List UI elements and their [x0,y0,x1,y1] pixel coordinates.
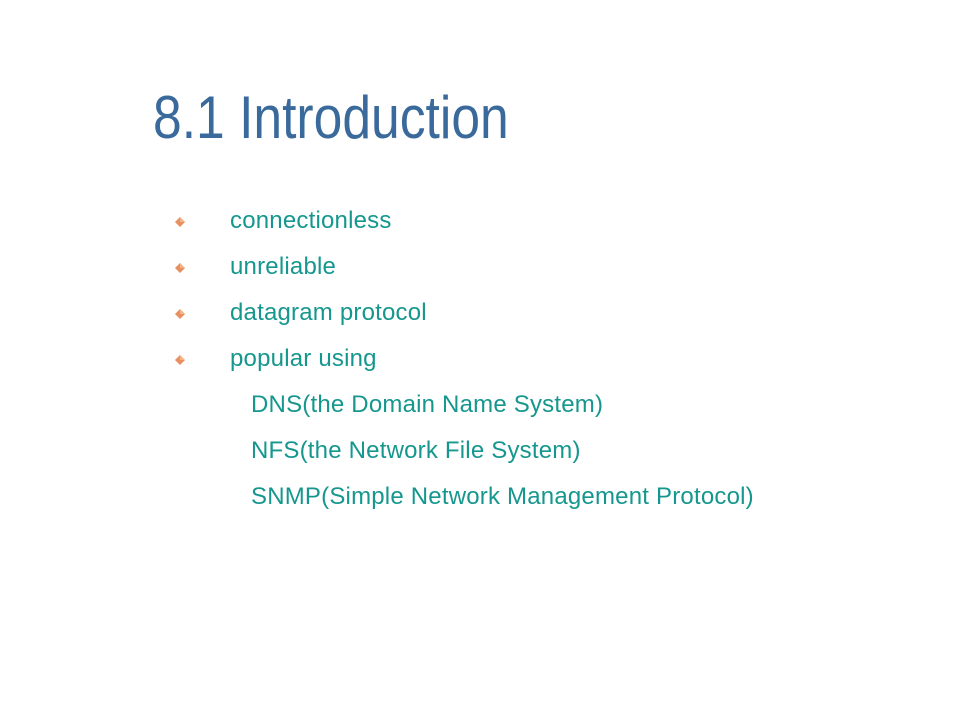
slide-title: 8.1 Introduction [153,84,509,151]
sub-list-item-text: DNS(the Domain Name System) [251,391,604,418]
bullet-list: connectionless unreliable datagram proto… [0,198,960,520]
list-item: popular using [0,336,960,382]
list-item-text: datagram protocol [230,299,427,326]
sub-list-item-text: NFS(the Network File System) [251,437,581,464]
list-item: datagram protocol [0,290,960,336]
sub-list-item-text: SNMP(Simple Network Management Protocol) [251,483,754,510]
list-item-text: connectionless [230,207,392,234]
list-item-text: popular using [230,345,377,372]
sub-list-item: NFS(the Network File System) [0,428,960,474]
diamond-bullet-icon [175,217,185,227]
sub-list-item: SNMP(Simple Network Management Protocol) [0,474,960,520]
diamond-bullet-icon [175,309,185,319]
sub-list-item: DNS(the Domain Name System) [0,382,960,428]
diamond-bullet-icon [175,263,185,273]
list-item: connectionless [0,198,960,244]
diamond-bullet-icon [175,355,185,365]
list-item-text: unreliable [230,253,337,280]
list-item: unreliable [0,244,960,290]
